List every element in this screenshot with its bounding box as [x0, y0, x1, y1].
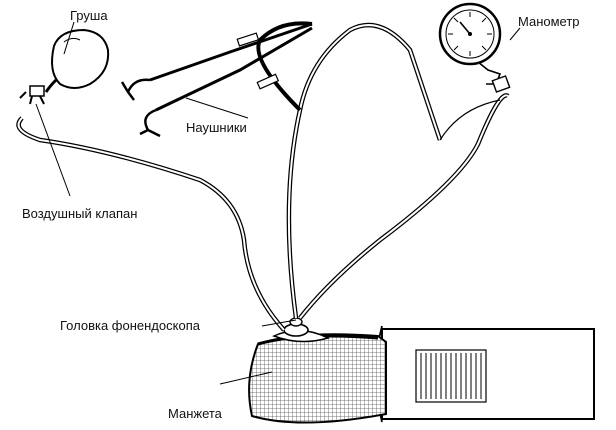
valve-body	[30, 86, 44, 96]
bulb-tube	[19, 118, 284, 330]
bulb	[20, 22, 108, 196]
cuff	[249, 326, 594, 423]
label-manometer: Манометр	[518, 14, 580, 29]
label-chestpiece: Головка фонендоскопа	[60, 318, 201, 333]
label-cuff: Манжета	[168, 406, 223, 421]
earpiece-tube-upper	[150, 24, 312, 80]
manometer	[440, 4, 520, 92]
cuff-mesh-wrap	[249, 334, 386, 422]
label-air-valve: Воздушный клапан	[22, 206, 137, 221]
cuff-fabric	[382, 329, 594, 419]
earpiece-tip-upper	[122, 80, 150, 100]
manometer-leader	[510, 28, 520, 40]
earpieces-leader	[186, 98, 248, 118]
chestpiece-stem	[290, 318, 302, 326]
valve-leader	[36, 104, 70, 196]
label-earpieces: Наушники	[186, 120, 247, 135]
chestpiece	[284, 318, 308, 336]
bulb-body	[52, 30, 108, 88]
bulb-neck	[46, 80, 56, 92]
label-bulb: Груша	[70, 8, 108, 23]
earpiece-tip-lower	[140, 110, 160, 136]
